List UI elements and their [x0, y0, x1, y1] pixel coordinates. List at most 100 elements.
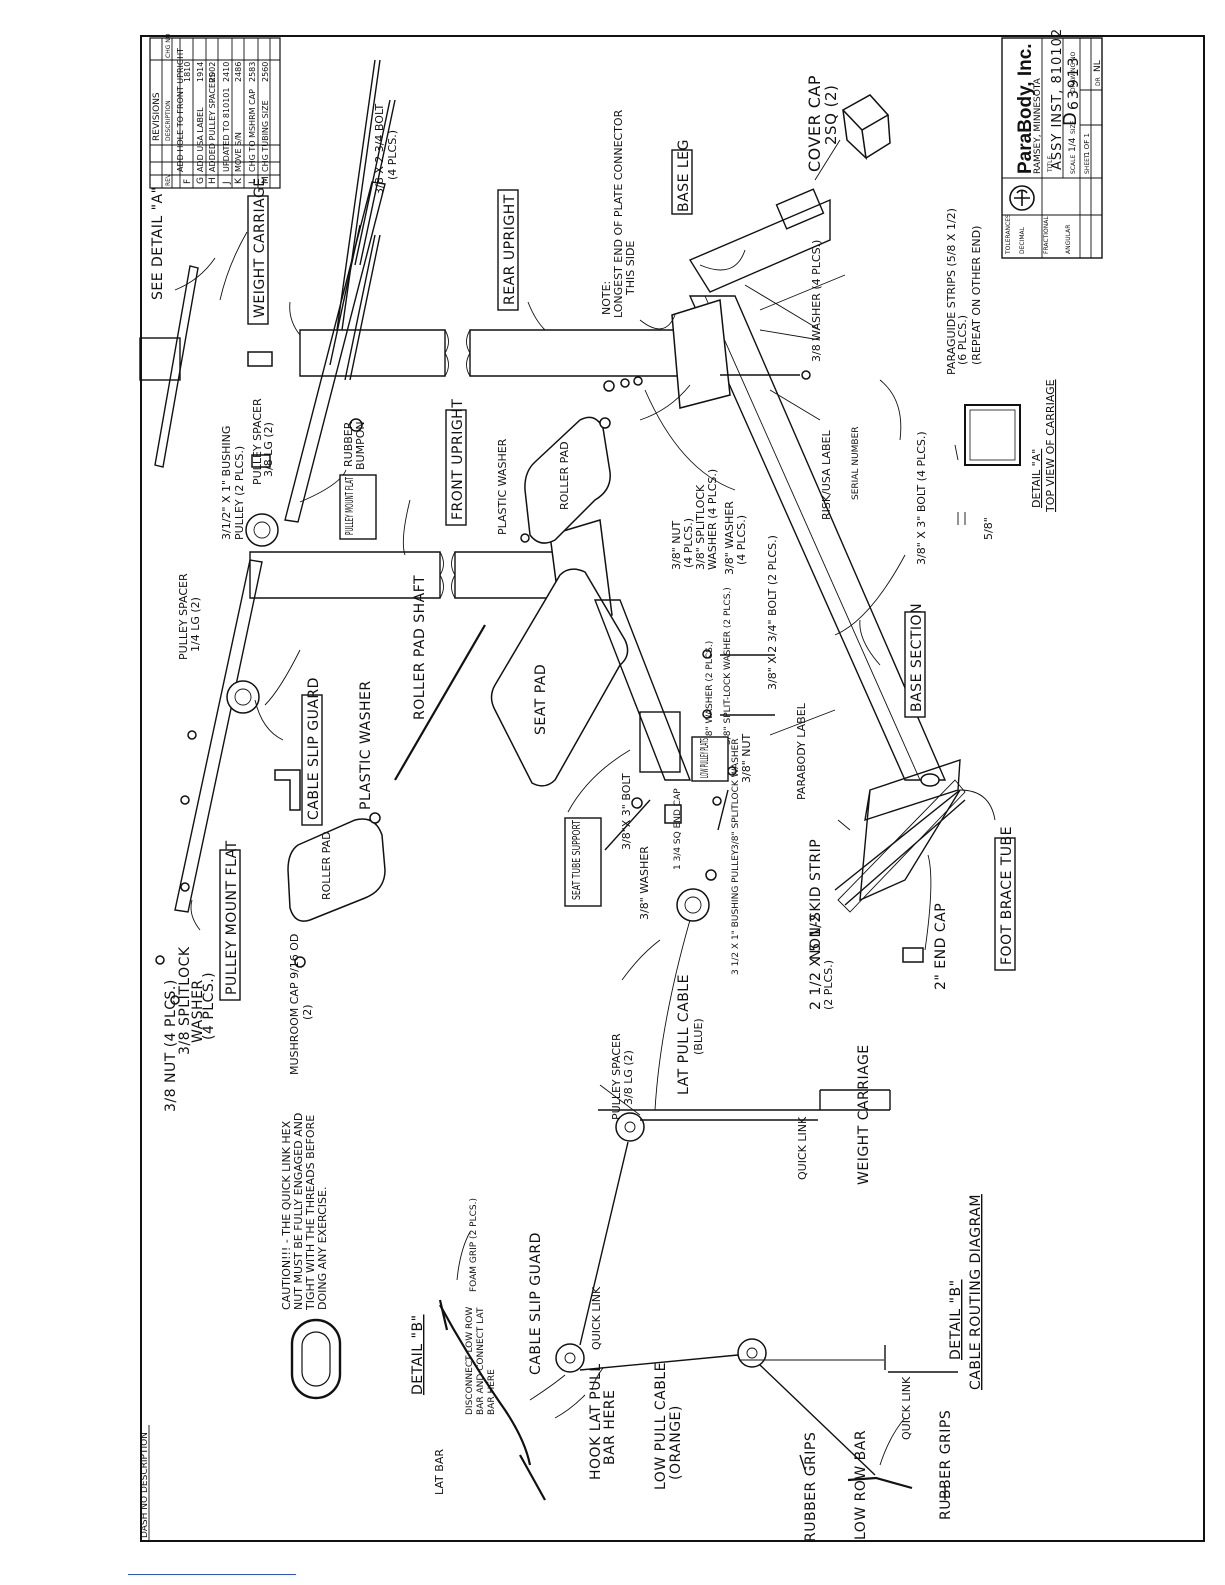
plastic-washer-right-label: PLASTIC WASHER [496, 438, 509, 535]
pulley-spacer-14-label: PULLEY SPACER [177, 573, 190, 660]
rubber-bumpon-label-2: BUMPON [354, 421, 367, 470]
low-pulley-plats-label: LOW PULLEY PLATS [698, 738, 711, 778]
angular-label: ANGULAR [1065, 225, 1072, 254]
foot-brace-label: FOOT BRACE TUBE [999, 826, 1015, 965]
pulley-mount-flat-box [219, 849, 241, 1001]
rev-header-description: DESCRIPTION [165, 100, 172, 141]
size-value: D [1060, 112, 1081, 126]
svg-text:ADD HOLE TO FRONT UPRIGHT: ADD HOLE TO FRONT UPRIGHT [176, 48, 185, 172]
rubber-grips-label-left: RUBBER GRIPS [803, 1432, 819, 1542]
end-cap-134-label: 1 3/4 SQ END CAP [673, 788, 683, 870]
bolt-234-qty: (4 PLCS.) [386, 130, 399, 180]
svg-text:MOVE S/N: MOVE S/N [234, 132, 243, 172]
rear-upright-box [497, 189, 519, 311]
svg-text:1914: 1914 [196, 62, 205, 82]
cable-slip-guard-box [301, 694, 323, 826]
svg-text:1810: 1810 [183, 62, 192, 82]
size-label: SIZE [1070, 120, 1077, 134]
front-upright-box [445, 409, 467, 526]
pulley-mount-flat-lower-label: PULLEY MOUNT FLAT [224, 840, 240, 995]
svg-text:L: L [248, 179, 258, 184]
cable-slip-guard [274, 769, 301, 811]
paraguide-label-1: PARAGUIDE STRIPS (5/8 X 1/2) [945, 208, 958, 375]
hardware-small [155, 351, 811, 1005]
nonskid-size: 2 1/2 X 5 1/2 [808, 913, 824, 1010]
page-edge-indicator [128, 1574, 296, 1575]
revisions-title: REVISIONS [152, 92, 162, 141]
lat-cable-color: (BLUE) [692, 1018, 705, 1055]
parabody-label-text: PARABODY LABEL [795, 702, 808, 800]
washer-38b-label: 3/8" WASHER [638, 846, 651, 920]
svg-text:CHG TUBING SIZE: CHG TUBING SIZE [261, 100, 270, 172]
routing-pulley-top [615, 1112, 645, 1142]
base-section-box [904, 611, 926, 718]
paraguide-label-2: (6 PLCS.) [956, 315, 969, 365]
risk-label-text: RISK/USA LABEL [820, 430, 833, 520]
disconnect-line-3: BAR HERE [487, 1369, 497, 1415]
detail-b-label: DETAIL "B" [948, 1279, 964, 1360]
lat-bar [439, 1304, 532, 1466]
pulley-spacer-38-label: PULLEY SPACER [251, 398, 264, 485]
roller-pad-shaft [394, 624, 486, 781]
routing-pulley-bottom [737, 1338, 767, 1368]
scale-value: 1/4 [1068, 137, 1078, 152]
caution-line-4: DOING ANY EXERCISE. [316, 1187, 329, 1310]
cable-slip-guard-label: CABLE SLIP GUARD [306, 677, 322, 820]
svg-text:G: G [196, 177, 206, 184]
cable-routing-diagram [290, 1084, 958, 1501]
bolt-3-label: 3/8" X 3" BOLT (4 PLCS.) [915, 431, 928, 565]
washer-4-label: 3/8 WASHER (4 PLCS.) [810, 240, 823, 362]
exploded-assembly [139, 59, 966, 1005]
svg-text:M: M [261, 176, 271, 184]
splitlock-b-label: 3/8" SPLITLOCK WASHER [731, 738, 741, 850]
lat-cable-label: LAT PULL CABLE [676, 974, 692, 1095]
base-leg-box [671, 149, 693, 215]
nut-38-label: 3/8" NUT [670, 520, 683, 570]
washer-38-label: 3/8" WASHER [723, 501, 736, 575]
see-detail-a-label: SEE DETAIL "A" [150, 186, 166, 300]
roller-pad-left-label: ROLLER PAD [320, 831, 333, 900]
dr-label: DR [1095, 77, 1102, 86]
disconnect-line-1: DISCONNECT LOW ROW [465, 1307, 475, 1415]
nut-38-qty: (4 PLCS.) [682, 518, 695, 568]
nonskid-label: NON-SKID STRIP [808, 839, 824, 960]
end-cap-2in-label: 2" END CAP [933, 903, 949, 990]
routing-label: CABLE ROUTING DIAGRAM [968, 1194, 984, 1390]
fractional-label: FRACTIONAL [1043, 216, 1050, 254]
svg-text:ADD USA LABEL: ADD USA LABEL [196, 107, 205, 172]
svg-text:2583: 2583 [248, 62, 257, 82]
leader-lines [174, 139, 996, 1111]
svg-text:F: F [183, 179, 193, 184]
low-pulley-plats-box [691, 736, 729, 782]
nut-top-label: 3/8 NUT (4 PLCS.) [163, 979, 179, 1112]
pulley-seat [676, 888, 710, 922]
weight-carriage-rod [154, 265, 199, 468]
splitlock-top-label-1: 3/8 SPLITLOCK [177, 946, 193, 1055]
quick-link-shape [290, 1318, 342, 1400]
title-label: TITLE [1047, 156, 1054, 173]
cover-cap-qty: 2SQ (2) [822, 85, 840, 145]
serial-number-text: SERIAL NUMBER [851, 426, 861, 500]
roller-pad-right-label: ROLLER PAD [558, 441, 571, 510]
hw-nut-label: 3/8" NUT [740, 733, 753, 783]
bolt-234-label: 3/8 X 2 3/4 BOLT [373, 103, 386, 195]
weight-carriage-2-label: WEIGHT CARRIAGE [856, 1044, 872, 1185]
revisions-table: REVISIONS REV DESCRIPTION CHG NO F ADD H… [149, 33, 281, 189]
splitlock-label-1: 3/8" SPLITLOCK [694, 484, 707, 570]
tolerances-label: TOLERANCES [1005, 214, 1012, 255]
note-body-2: THIS SIDE [624, 241, 637, 296]
mushroom-qty: (2) [301, 1004, 314, 1020]
weight-carriage-box [247, 195, 269, 325]
lat-bar-label: LAT BAR [433, 1449, 446, 1495]
splitlock-label-2: WASHER (4 PLCS.) [706, 469, 719, 570]
mushroom-label: MUSHROOM CAP 9/16 OD [288, 934, 301, 1075]
rubber-grips-label-right: RUBBER GRIPS [938, 1410, 954, 1520]
front-upright-label: FRONT UPRIGHT [450, 399, 466, 520]
roller-pad-left [287, 818, 386, 922]
rev-header-chg: CHG NO [165, 33, 172, 58]
cable-slip-guard-2-label: CABLE SLIP GUARD [528, 1232, 544, 1375]
quick-link-2-label: QUICK LINK [590, 1286, 603, 1350]
cover-cap-label: COVER CAP [805, 75, 824, 172]
note-label: NOTE: [600, 281, 613, 315]
